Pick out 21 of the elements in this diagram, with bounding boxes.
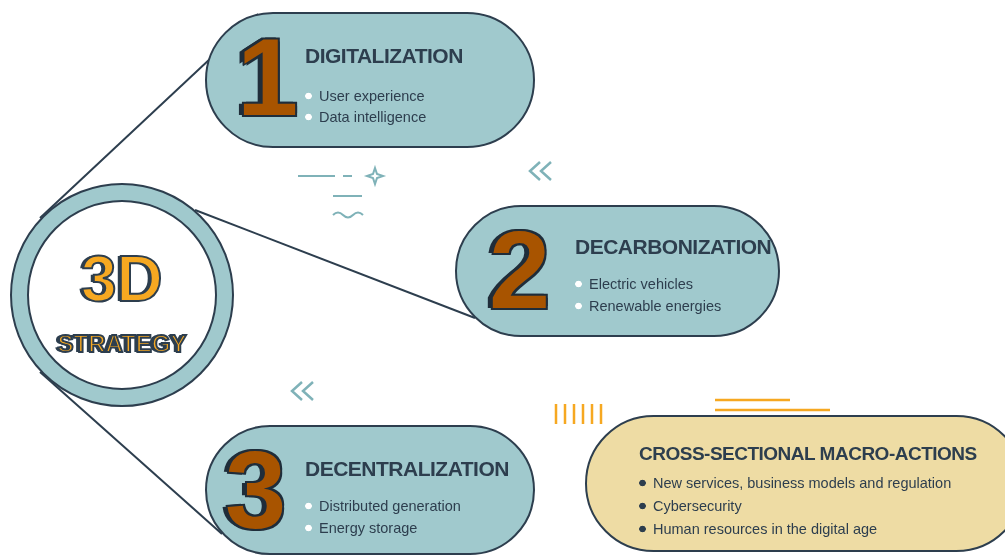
macro-actions-panel: [585, 415, 1005, 552]
bullet-item: Human resources in the digital age: [639, 521, 878, 537]
bullet-item: User experience: [305, 88, 425, 104]
bullet-item: Electric vehicles: [575, 276, 693, 292]
connector-line: [194, 209, 476, 319]
strategy-title: STRATEGY: [57, 330, 187, 358]
step-number: 1: [237, 22, 299, 132]
pillar-title: DECARBONIZATION: [575, 235, 772, 259]
step-number: 3: [225, 435, 287, 545]
bullet-item: New services, business models and regulation: [639, 475, 952, 491]
bullet-item: Data intelligence: [305, 109, 427, 125]
bullet-item: Distributed generation: [305, 498, 461, 514]
pillar-title: DECENTRALIZATION: [305, 457, 509, 481]
connector-line: [39, 371, 223, 535]
bullet-item: Renewable energies: [575, 298, 722, 314]
step-number: 2: [489, 215, 551, 325]
strategy-number: 3D: [81, 242, 163, 316]
bullet-item: Cybersecurity: [639, 498, 742, 514]
bullet-item: Energy storage: [305, 520, 418, 536]
pillar-title: DIGITALIZATION: [305, 44, 463, 68]
pillar-title: CROSS-SECTIONAL MACRO-ACTIONS: [639, 443, 977, 465]
